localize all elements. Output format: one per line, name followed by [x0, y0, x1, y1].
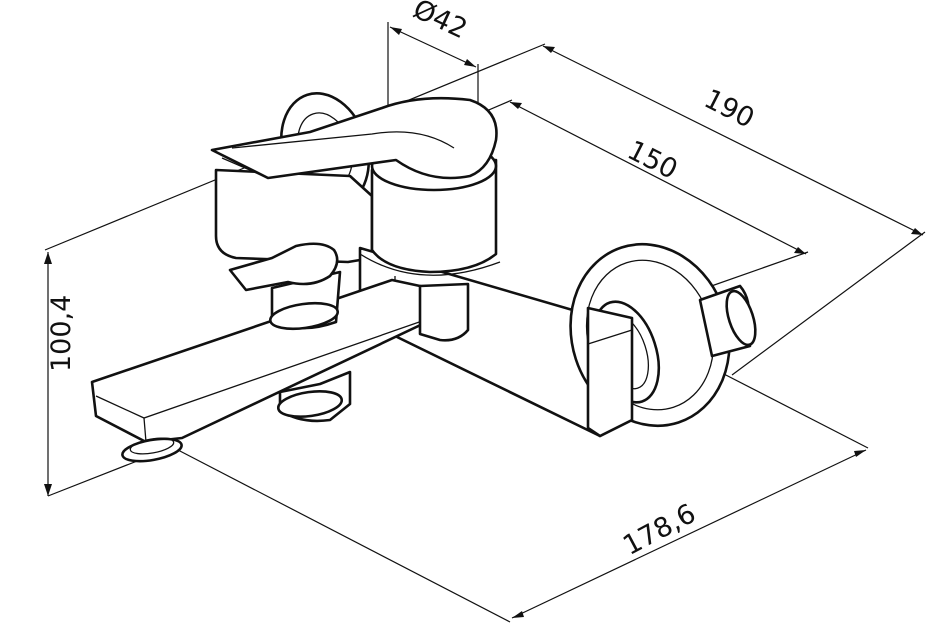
- diverter-knob: [228, 242, 342, 331]
- body-post: [418, 282, 470, 342]
- faucet-illustration: [90, 92, 757, 463]
- dimension-length-body-label: 150: [622, 135, 682, 186]
- dimension-spout-length-label: 178,6: [618, 498, 701, 562]
- lever-handle: [210, 96, 498, 180]
- dimension-diameter-label: Ø42: [408, 0, 472, 45]
- body-end-block: [586, 306, 634, 438]
- spout: [90, 278, 450, 463]
- lower-outlet: [276, 370, 352, 423]
- dimension-height-label: 100,4: [46, 295, 77, 372]
- dimension-length-total-label: 190: [699, 83, 759, 134]
